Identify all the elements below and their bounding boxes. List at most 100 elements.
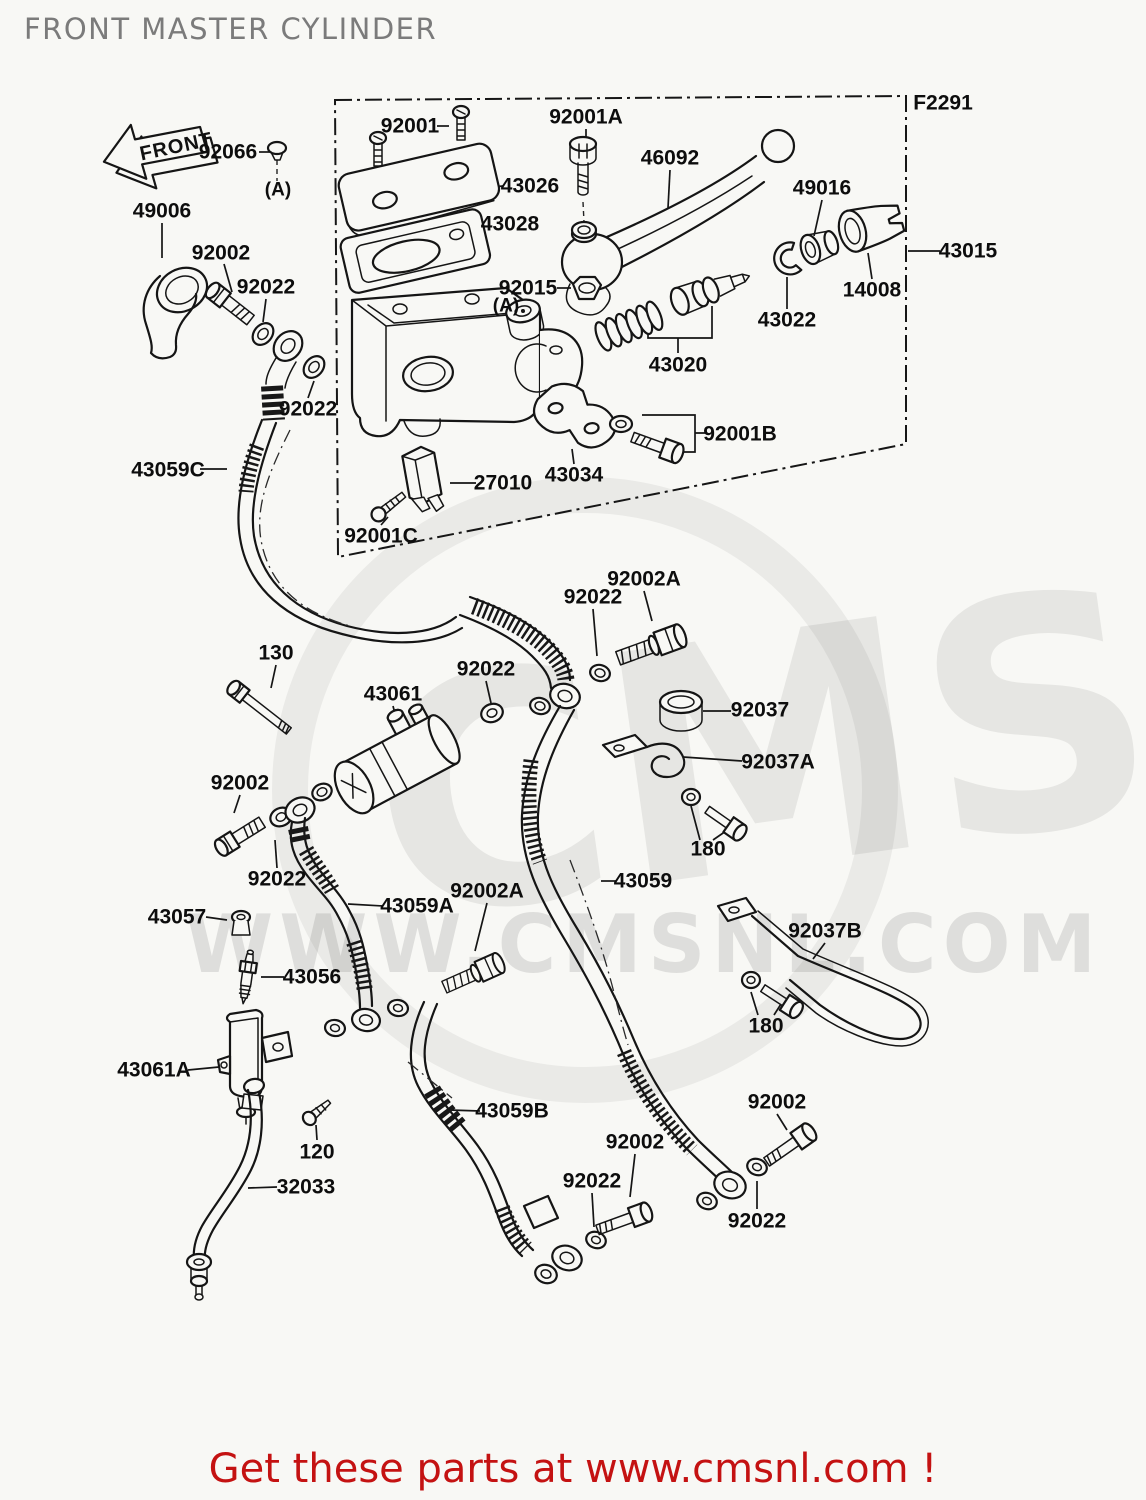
joint-bolt-left bbox=[213, 816, 266, 857]
part-number-49006[interactable]: 49006 bbox=[132, 199, 192, 223]
part-number-32033[interactable]: 32033 bbox=[276, 1175, 336, 1199]
three-way-joint bbox=[333, 703, 461, 815]
part-number-180[interactable]: 180 bbox=[690, 837, 726, 861]
banjo-washer-1 bbox=[251, 322, 275, 346]
part-number-43028[interactable]: 43028 bbox=[480, 212, 540, 236]
banjo-eye-43059b bbox=[551, 1244, 583, 1272]
brake-hose-43059a bbox=[288, 816, 374, 1010]
part-number-92037a[interactable]: 92037A bbox=[741, 750, 815, 774]
part-number-92022[interactable]: 92022 bbox=[456, 657, 516, 681]
bolt-180-1 bbox=[704, 805, 748, 842]
joint-washer-b bbox=[589, 663, 611, 683]
part-number-43059[interactable]: 43059 bbox=[613, 869, 673, 893]
reservoir-screw-right bbox=[451, 104, 471, 141]
part-number-43061a[interactable]: 43061A bbox=[117, 1058, 191, 1082]
assembly-marker-a1: (A) bbox=[264, 179, 292, 201]
assembly-marker-a2: (A) bbox=[492, 295, 520, 317]
part-number-43059a[interactable]: 43059A bbox=[380, 894, 454, 918]
part-number-92001c[interactable]: 92001C bbox=[344, 524, 418, 548]
part-number-180[interactable]: 180 bbox=[748, 1014, 784, 1038]
part-number-92002[interactable]: 92002 bbox=[605, 1130, 665, 1154]
hose-fitting-92002a-mid bbox=[441, 951, 506, 994]
cap-screw-92066 bbox=[266, 140, 288, 161]
part-number-92002[interactable]: 92002 bbox=[191, 241, 251, 265]
banjo-eye-43059-bottom bbox=[713, 1170, 747, 1200]
part-number-43034[interactable]: 43034 bbox=[544, 463, 604, 487]
part-number-130[interactable]: 130 bbox=[258, 641, 294, 665]
part-number-92022[interactable]: 92022 bbox=[247, 867, 307, 891]
joint-washer-a bbox=[529, 696, 551, 716]
front-direction-arrow-icon: FRONT bbox=[102, 123, 219, 190]
part-number-92037b[interactable]: 92037B bbox=[788, 919, 862, 943]
dust-boot bbox=[142, 266, 209, 360]
part-number-92015[interactable]: 92015 bbox=[498, 276, 558, 300]
bleeder-valve bbox=[238, 949, 258, 1005]
clamp-bolt bbox=[630, 431, 685, 465]
washer-180-2 bbox=[740, 970, 762, 990]
part-number-92037[interactable]: 92037 bbox=[730, 698, 790, 722]
part-number-43059b[interactable]: 43059B bbox=[475, 1099, 549, 1123]
brake-hose-upper bbox=[237, 357, 575, 690]
part-number-43015[interactable]: 43015 bbox=[938, 239, 998, 263]
part-number-92002a[interactable]: 92002A bbox=[450, 879, 524, 903]
left-washer-2 bbox=[311, 782, 333, 802]
pivot-washer bbox=[570, 220, 598, 240]
part-number-43059c[interactable]: 43059C bbox=[131, 458, 205, 482]
brake-hose-43059 bbox=[520, 704, 738, 1188]
part-number-43057[interactable]: 43057 bbox=[147, 905, 207, 929]
figure-code: F2291 bbox=[913, 91, 973, 115]
part-number-92002[interactable]: 92002 bbox=[210, 771, 270, 795]
banjo-washer-2 bbox=[302, 355, 326, 379]
part-number-92001b[interactable]: 92001B bbox=[703, 422, 777, 446]
joint-port-washer bbox=[480, 702, 504, 724]
part-number-92022[interactable]: 92022 bbox=[563, 585, 623, 609]
part-number-92001a[interactable]: 92001A bbox=[549, 105, 623, 129]
washer-43059a-1 bbox=[323, 1018, 347, 1038]
washer-43059a-2 bbox=[386, 998, 410, 1018]
part-number-14008[interactable]: 14008 bbox=[842, 278, 902, 302]
washer-43059-1 bbox=[696, 1191, 718, 1211]
part-number-92066[interactable]: 92066 bbox=[198, 140, 258, 164]
footer-banner: Get these parts at www.cmsnl.com ! bbox=[0, 1446, 1146, 1492]
part-number-92022[interactable]: 92022 bbox=[727, 1209, 787, 1233]
part-number-43056[interactable]: 43056 bbox=[282, 965, 342, 989]
lever-pivot-bolt bbox=[568, 135, 598, 196]
reservoir-screw-left bbox=[368, 130, 388, 167]
return-spring bbox=[594, 300, 664, 352]
piston-assembly bbox=[669, 273, 751, 316]
wire-clamp-92037b bbox=[716, 896, 929, 1047]
hose-fitting-92002a-top bbox=[615, 623, 688, 666]
part-number-92002[interactable]: 92002 bbox=[747, 1090, 807, 1114]
part-number-120[interactable]: 120 bbox=[299, 1140, 335, 1164]
bleeder-cap bbox=[230, 909, 252, 936]
part-number-43022[interactable]: 43022 bbox=[757, 308, 817, 332]
part-number-43026[interactable]: 43026 bbox=[500, 174, 560, 198]
clamp-92037a bbox=[601, 733, 686, 779]
grommet-92037 bbox=[658, 689, 704, 732]
washer-43059b-1 bbox=[534, 1263, 558, 1285]
assembly-boundary-box bbox=[333, 94, 907, 559]
banjo-bolt-bottom-right bbox=[763, 1122, 818, 1167]
part-number-49016[interactable]: 49016 bbox=[792, 176, 852, 200]
washer-180-1 bbox=[680, 787, 702, 807]
circlip bbox=[773, 241, 803, 276]
clamp-washer bbox=[608, 414, 634, 434]
banjo-eye-43059a-bottom bbox=[350, 1007, 382, 1033]
part-number-27010[interactable]: 27010 bbox=[473, 471, 533, 495]
part-number-92001[interactable]: 92001 bbox=[380, 114, 440, 138]
banjo-bolt-bottom-center bbox=[595, 1201, 654, 1236]
part-number-92022[interactable]: 92022 bbox=[236, 275, 296, 299]
part-number-43061[interactable]: 43061 bbox=[363, 682, 423, 706]
joint-bolt-130 bbox=[226, 679, 293, 735]
part-number-46092[interactable]: 46092 bbox=[640, 146, 700, 170]
junction-screw-120 bbox=[301, 1099, 332, 1127]
part-number-43020[interactable]: 43020 bbox=[648, 353, 708, 377]
part-number-92022[interactable]: 92022 bbox=[278, 397, 338, 421]
footer-text[interactable]: Get these parts at www.cmsnl.com ! bbox=[208, 1446, 938, 1492]
part-number-92022[interactable]: 92022 bbox=[562, 1169, 622, 1193]
part-number-92002a[interactable]: 92002A bbox=[607, 567, 681, 591]
pivot-nut bbox=[571, 275, 603, 301]
